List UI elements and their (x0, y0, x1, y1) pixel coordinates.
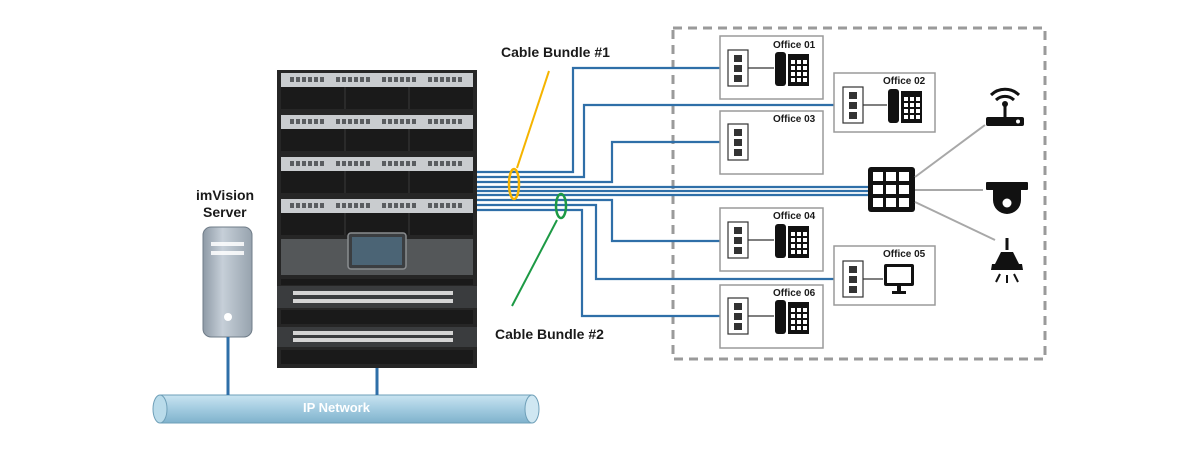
network-switch-icon (868, 167, 915, 212)
network-switch-1 (277, 286, 477, 308)
office-label-01: Office 01 (773, 40, 816, 51)
desk-phone-icon (888, 89, 922, 123)
office-label-05: Office 05 (883, 249, 926, 260)
server-label-line1: imVision (196, 187, 255, 203)
ip-network-pipe (152, 394, 540, 424)
desk-phone-icon (775, 52, 809, 86)
desk-phone-icon (775, 300, 809, 334)
patch-panel-2 (281, 115, 473, 151)
wall-jack-icon (727, 297, 749, 335)
network-switch-2 (277, 327, 477, 347)
ip-network-label: IP Network (303, 400, 370, 415)
cable-bundle-2-ring (554, 192, 568, 220)
office-area-boundary (671, 26, 1047, 361)
patch-panel-ports (290, 77, 462, 208)
equipment-rack (277, 70, 477, 368)
cable-bundle-2-pointer (511, 219, 558, 307)
cable-bundle-1-label: Cable Bundle #1 (501, 44, 610, 60)
cable-bundle-1-ring (507, 167, 521, 201)
server-label-line2: Server (203, 204, 247, 220)
cable-bundle-2-label: Cable Bundle #2 (495, 326, 604, 342)
horizontal-cables (477, 66, 868, 318)
monitor-icon (884, 264, 914, 294)
wall-jack-icon (727, 221, 749, 259)
dome-camera-icon (986, 182, 1028, 214)
imvision-controller-unit (281, 232, 473, 275)
patch-panel-1 (281, 73, 473, 109)
patch-panel-3 (281, 157, 473, 193)
office-label-04: Office 04 (773, 211, 816, 222)
wall-jack-icon (727, 49, 749, 87)
patch-panel-4 (281, 199, 473, 235)
ceiling-lamp-icon (991, 238, 1023, 283)
wifi-router-icon (986, 87, 1024, 126)
wall-jack-icon (842, 86, 864, 124)
office-label-03: Office 03 (773, 114, 816, 125)
office-devices (727, 49, 922, 335)
server-tower-icon (202, 226, 253, 338)
device-links (914, 124, 996, 241)
wall-jack-icon (842, 260, 864, 298)
office-label-06: Office 06 (773, 288, 816, 299)
desk-phone-icon (775, 224, 809, 258)
wall-jack-icon (727, 123, 749, 161)
office-label-02: Office 02 (883, 76, 926, 87)
cable-bundle-1-pointer (516, 70, 550, 169)
